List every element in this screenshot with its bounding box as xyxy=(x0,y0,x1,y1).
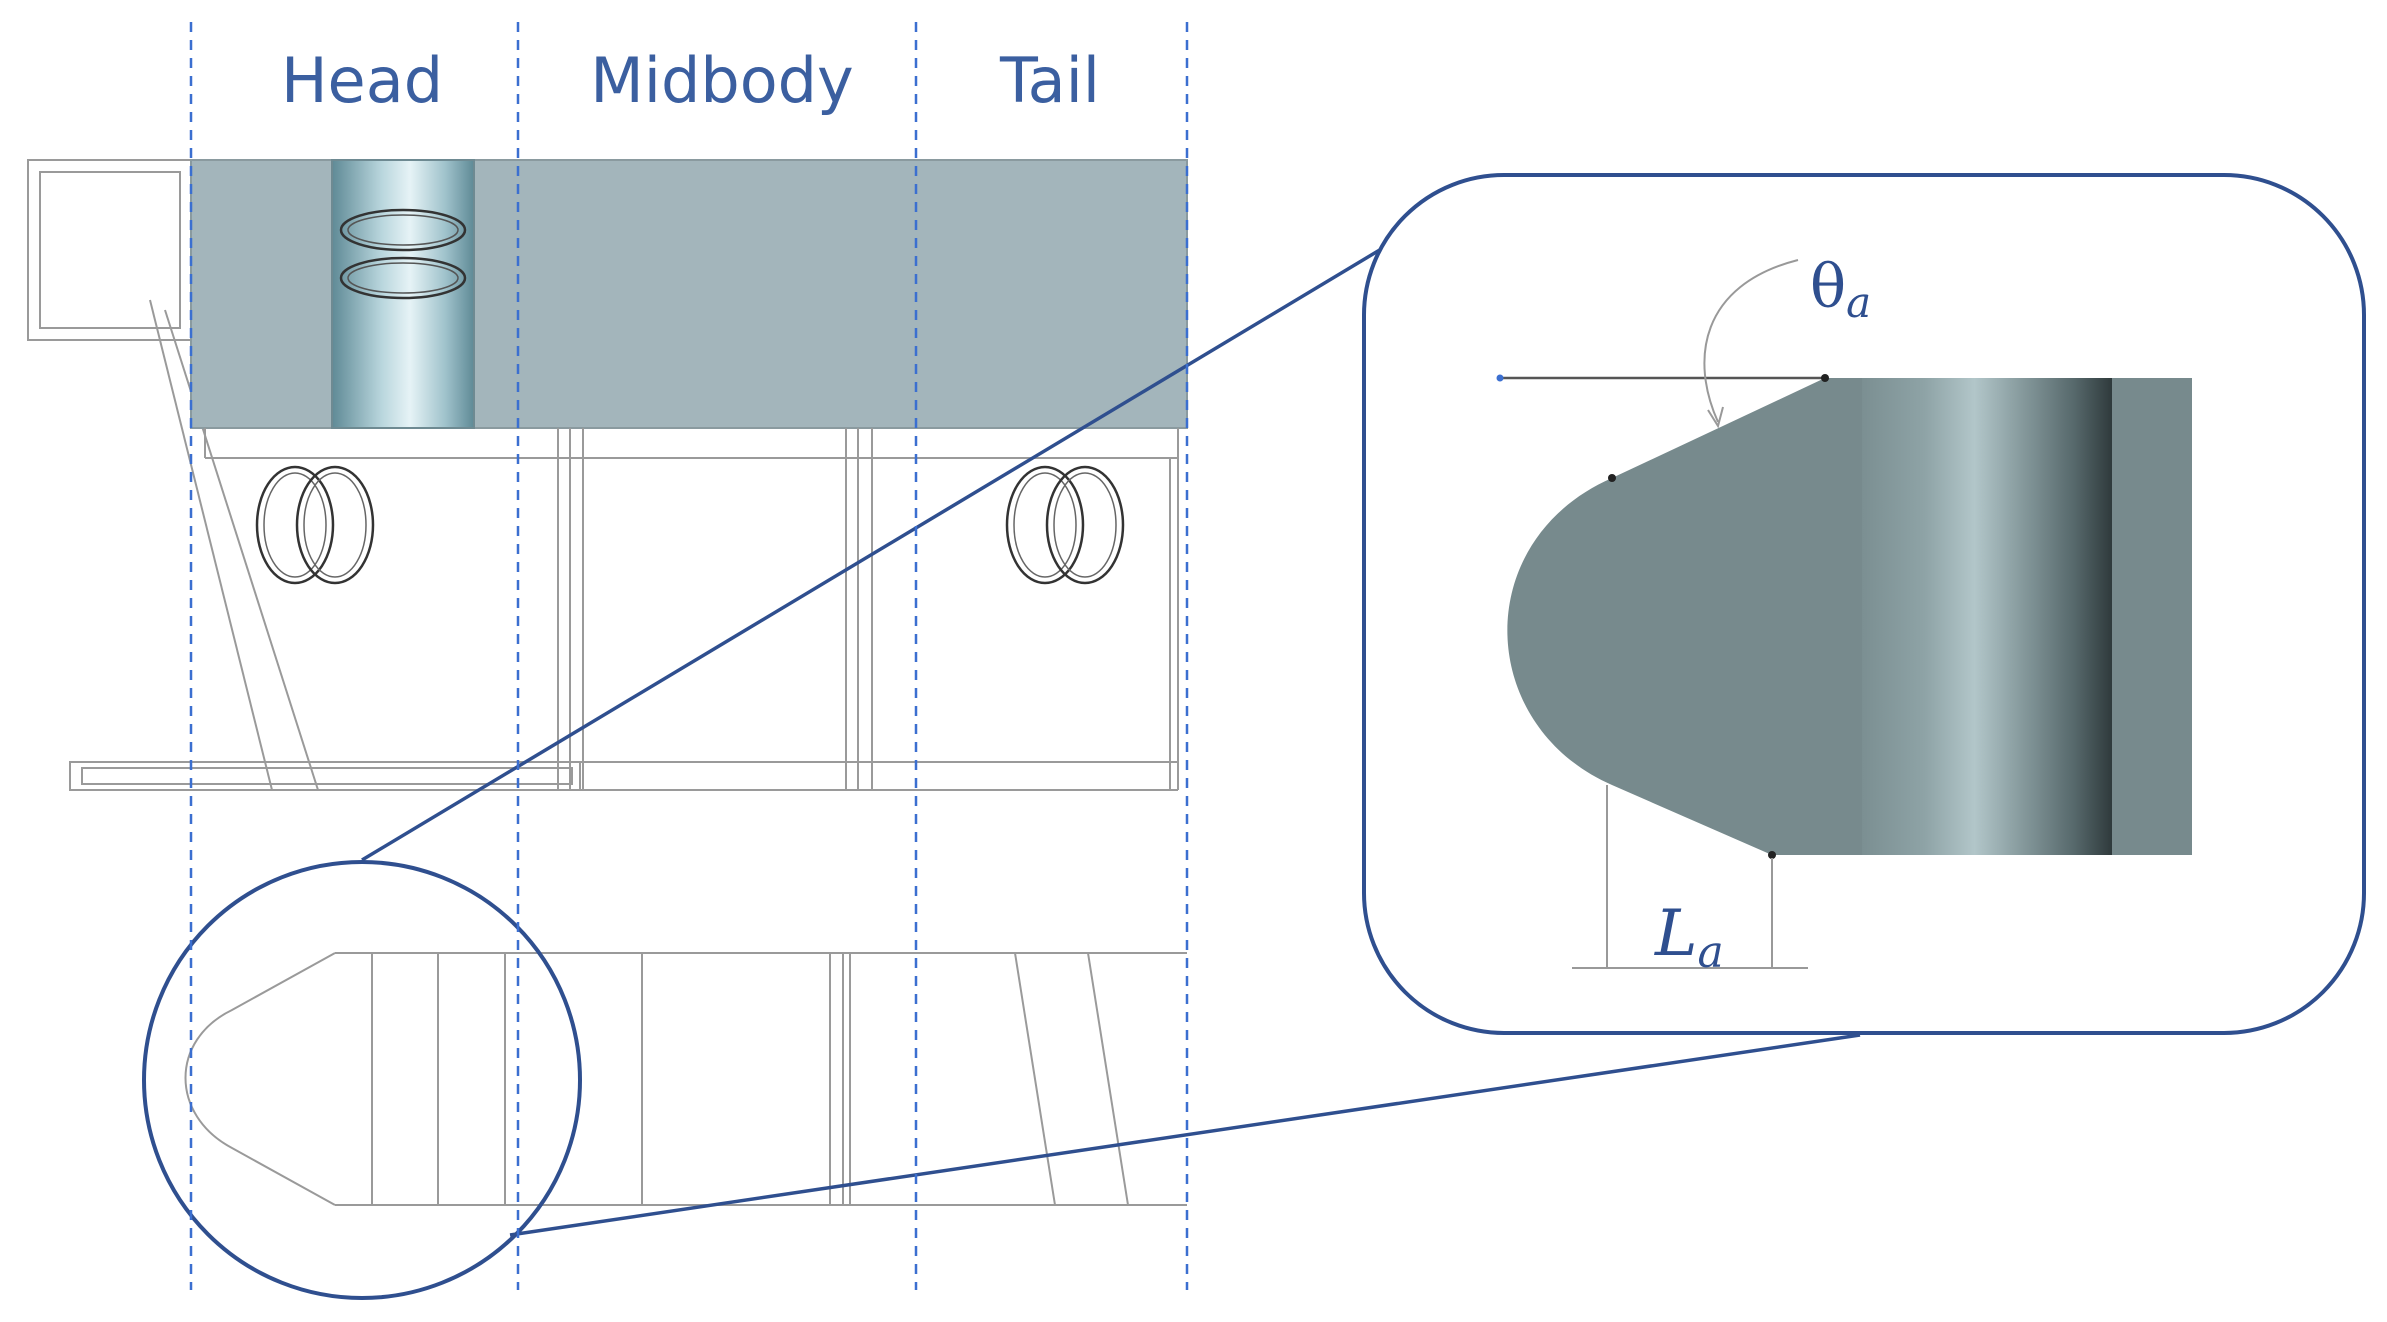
section-label-tail: Tail xyxy=(999,44,1100,117)
bottom-vertex-point xyxy=(1768,851,1776,859)
section-label-midbody: Midbody xyxy=(590,44,853,117)
angle-label-symbol: θ xyxy=(1810,252,1846,322)
zoom-panel-content: θa La xyxy=(1496,252,2192,978)
length-label: La xyxy=(1654,897,1724,978)
zoomed-tube-end xyxy=(2112,378,2192,855)
bottom-part-outline xyxy=(184,952,1187,1206)
angle-label-subscript: a xyxy=(1846,278,1871,327)
zoom-source-circle xyxy=(142,860,582,1300)
angle-arc xyxy=(1703,259,1799,423)
zoomed-tube-band xyxy=(1862,378,2112,855)
length-label-subscript: a xyxy=(1698,927,1724,978)
ring-pair-head xyxy=(255,465,375,585)
zoomed-head-shape xyxy=(1507,378,1862,855)
length-dimension xyxy=(1572,785,1808,969)
zoom-connector-lines xyxy=(361,243,1861,1237)
chamfer-point xyxy=(1608,474,1616,482)
ring-pair-tail xyxy=(1005,465,1125,585)
vertex-point xyxy=(1821,374,1829,382)
section-label-head: Head xyxy=(281,44,443,117)
vertical-tube xyxy=(331,159,475,429)
angle-arrowhead xyxy=(1707,406,1724,429)
length-label-symbol: L xyxy=(1654,897,1698,971)
section-dividers xyxy=(189,22,1189,1290)
reference-point xyxy=(1496,374,1504,382)
middle-frame xyxy=(69,428,1179,791)
angle-label: θa xyxy=(1810,252,1871,327)
